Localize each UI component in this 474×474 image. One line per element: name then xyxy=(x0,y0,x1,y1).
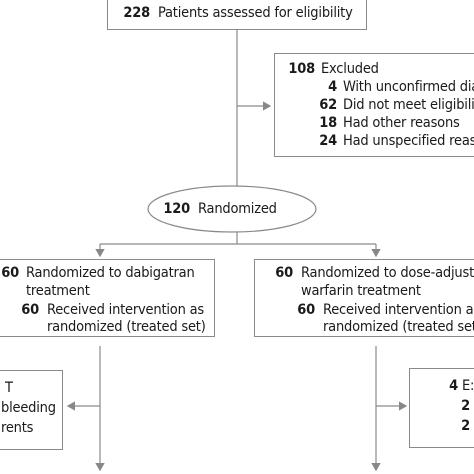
right-outcome-count-3: 2 xyxy=(461,418,470,434)
randomized-label: Randomized xyxy=(198,201,277,217)
left-outcome-box: T bleeding rents xyxy=(0,370,63,450)
dabigatran-label-line2: treatment xyxy=(26,283,90,299)
randomized-count: 120 xyxy=(163,201,190,217)
warfarin-count: 60 xyxy=(275,265,293,281)
dabigatran-box: 60 Randomized to dabigatran treatment 60… xyxy=(0,259,215,337)
warfarin-received-count: 60 xyxy=(297,302,315,318)
dabigatran-count: 60 xyxy=(1,265,19,281)
right-outcome-count: 4 xyxy=(449,378,458,394)
excluded-count: 108 xyxy=(288,61,315,77)
assessed-label: Patients assessed for eligibility xyxy=(158,5,353,21)
right-outcome-box: 4 E: 2 2 xyxy=(409,368,474,448)
dabigatran-label: Randomized to dabigatran xyxy=(26,265,195,281)
left-outcome-line3: rents xyxy=(1,420,34,436)
dabigatran-received-count: 60 xyxy=(21,302,39,318)
right-outcome-count-2: 2 xyxy=(461,398,470,414)
warfarin-label: Randomized to dose-adjuste xyxy=(301,265,474,281)
excluded-label: Excluded xyxy=(321,61,379,77)
assessed-count: 228 xyxy=(123,5,150,21)
excluded-box: 108 Excluded 4 With unconfirmed dia 62 D… xyxy=(274,53,474,157)
warfarin-box: 60 Randomized to dose-adjuste warfarin t… xyxy=(254,259,474,337)
randomized-ellipse xyxy=(147,185,317,233)
left-outcome-line2: bleeding xyxy=(1,400,56,416)
dabigatran-received-label: Received intervention as xyxy=(47,302,204,318)
warfarin-received-label-line2: randomized (treated set) xyxy=(323,319,474,335)
assessed-box: 228 Patients assessed for eligibility xyxy=(107,0,367,30)
left-outcome-line1: T xyxy=(5,380,13,396)
right-outcome-label: E: xyxy=(462,378,474,394)
dabigatran-received-label-line2: randomized (treated set) xyxy=(47,319,206,335)
warfarin-label-line2: warfarin treatment xyxy=(301,283,421,299)
warfarin-received-label: Received intervention as xyxy=(323,302,474,318)
